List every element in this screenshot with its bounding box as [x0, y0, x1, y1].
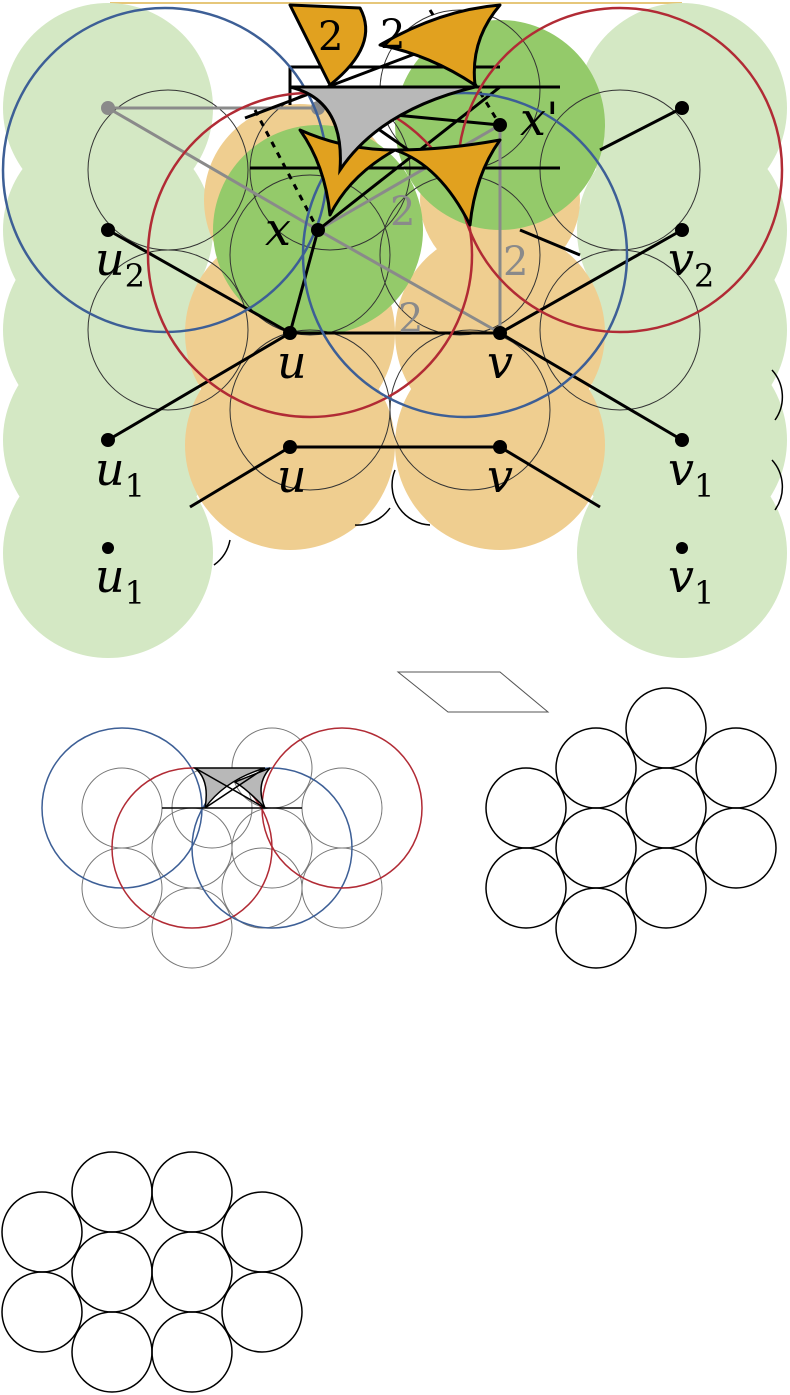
edge-u-lower-out [189, 445, 291, 509]
edge-v-lower-out [499, 445, 601, 509]
dashed-edges [253, 9, 502, 231]
packing-circle [555, 807, 637, 889]
partial-circle [771, 459, 784, 511]
thin-circle [151, 887, 233, 969]
packing-circle [221, 1191, 303, 1273]
packing-circle [625, 767, 707, 849]
packing-circle [71, 1231, 153, 1313]
lower-partial-circles [213, 369, 784, 566]
partial-circle [354, 507, 391, 526]
vertex-x [311, 223, 325, 237]
vertex-v-lower [493, 440, 507, 454]
packing-circle [71, 1311, 153, 1393]
packing-circle [555, 887, 637, 969]
edge-u1-u [107, 331, 291, 442]
label-u1: u1 [95, 442, 145, 505]
label-x: x [265, 202, 291, 256]
thin-circle [229, 174, 391, 336]
parallelogram-shape [396, 671, 550, 713]
edge-x-cross-8 [519, 228, 581, 257]
label-two-middle: 2 [390, 189, 415, 235]
packing-circle [695, 727, 777, 809]
grey-vertex [101, 101, 115, 115]
label-two-vertical: 2 [503, 239, 528, 285]
grey-edge [107, 106, 319, 232]
vertex-v1 [675, 433, 689, 447]
edge-x-cross-7 [394, 113, 501, 127]
thin-circle [81, 847, 163, 929]
grey-edges [107, 106, 502, 335]
label-v1: v1 [668, 442, 714, 505]
packing-circle [221, 1271, 303, 1353]
vertex-v [493, 326, 507, 340]
vertex-u-lower [283, 440, 297, 454]
bottom-left-figure [1, 1151, 303, 1393]
packing-circle [485, 847, 567, 929]
vertex-right-top [675, 101, 689, 115]
thin-circles [87, 9, 701, 491]
dashed-edge [253, 109, 320, 231]
packing-circle [71, 1151, 153, 1233]
vertex-u1-lower [102, 542, 114, 554]
packing-circle [695, 807, 777, 889]
label-u-lower: u [277, 449, 307, 503]
vertex-v2 [675, 223, 689, 237]
vertex-v1-lower [676, 542, 688, 554]
blue-circle-middle [301, 91, 629, 419]
label-x-prime: x' [520, 92, 559, 146]
partial-circle [213, 539, 231, 566]
vertex-u [283, 326, 297, 340]
grey-edge [317, 228, 501, 335]
label-u1-lower: u1 [95, 549, 145, 612]
orange-lune [378, 3, 502, 87]
middle-right-figure [485, 687, 777, 969]
grey-edge [317, 123, 501, 232]
packing-circle [151, 1311, 233, 1393]
label-v-lower: v [487, 449, 513, 503]
packing-circle [1, 1191, 83, 1273]
edge-u2-u [107, 228, 291, 335]
middle-left-figure [41, 727, 423, 969]
edge-small [204, 767, 266, 809]
orange-lune [288, 3, 368, 87]
label-two-top-left: 2 [318, 14, 343, 60]
orange-lune [393, 138, 502, 227]
label-v1-lower: v1 [668, 549, 714, 612]
packing-circle [151, 1151, 233, 1233]
top-figure: u2 u u1 u u1 v2 v v1 v v1 x x' 2 2 2 2 2 [1, 2, 787, 658]
vertices [101, 101, 689, 554]
partial-circle [771, 369, 784, 421]
edge-x-prime-out [599, 106, 683, 152]
label-u2: u2 [95, 232, 145, 295]
edge-v1-v [499, 331, 683, 442]
packing-circle [555, 727, 637, 809]
label-u: u [277, 335, 307, 389]
orange-lunes [288, 3, 502, 227]
grey-triangle [289, 85, 476, 176]
vertex-u2 [101, 223, 115, 237]
vertex-x-prime [493, 118, 507, 132]
edge-small [194, 767, 266, 809]
vertex-u1 [101, 433, 115, 447]
thin-circle [539, 249, 701, 411]
label-two-top-right: 2 [380, 12, 405, 58]
partial-circle [391, 469, 431, 526]
label-v: v [487, 335, 513, 389]
packing-circle [625, 687, 707, 769]
edge-v2-v [499, 228, 683, 335]
packing-circle [151, 1231, 233, 1313]
label-two-lower: 2 [398, 296, 423, 342]
thin-circle [389, 329, 551, 491]
thin-circle [87, 249, 249, 411]
grey-triangles [289, 85, 476, 176]
label-v2: v2 [668, 232, 714, 295]
packing-circle [485, 767, 567, 849]
packing-circle [625, 847, 707, 929]
dashed-edge [428, 9, 502, 126]
packing-circle [1, 1271, 83, 1353]
